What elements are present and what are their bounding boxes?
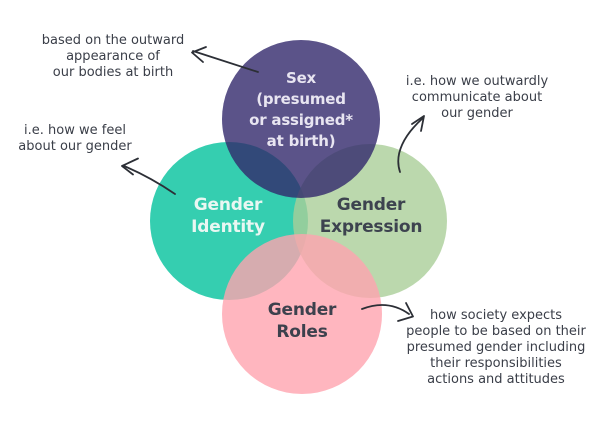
annotation-gender-expression-line: i.e. how we outwardly	[405, 74, 549, 89]
annotation-gender-identity-line: about our gender	[18, 139, 132, 154]
circle-gender-roles	[222, 234, 382, 394]
annotation-sex: based on the outward appearance of our b…	[42, 33, 184, 81]
label-gender-roles-line: Gender	[267, 300, 337, 320]
annotation-gender-roles: how society expects people to be based o…	[406, 308, 586, 388]
label-sex-line: at birth)	[266, 132, 336, 150]
annotation-gender-expression-line: communicate about	[411, 90, 543, 105]
label-gender-identity-line: Gender	[193, 195, 263, 215]
annotation-sex-line: appearance of	[66, 49, 160, 64]
annotation-sex-line: based on the outward	[41, 33, 185, 48]
label-gender-expression: Gender Expression	[320, 194, 423, 238]
label-gender-identity: Gender Identity	[191, 194, 265, 238]
annotation-gender-roles-line: presumed gender including	[406, 340, 586, 355]
label-sex-line: (presumed	[256, 90, 346, 108]
label-gender-roles: Gender Roles	[267, 299, 337, 343]
label-sex-line: or assigned*	[249, 111, 353, 129]
label-gender-roles-line: Roles	[276, 322, 328, 342]
annotation-gender-identity-line: i.e. how we feel	[24, 123, 126, 138]
annotation-gender-identity: i.e. how we feel about our gender	[18, 123, 131, 155]
annotation-sex-line: our bodies at birth	[52, 65, 174, 80]
label-sex: Sex (presumed or assigned* at birth)	[249, 68, 353, 152]
label-sex-line: Sex	[285, 69, 317, 87]
label-gender-identity-line: Identity	[191, 217, 265, 237]
annotation-gender-expression-line: our gender	[441, 106, 513, 121]
annotation-gender-expression: i.e. how we outwardly communicate about …	[406, 74, 548, 122]
label-gender-expression-line: Gender	[336, 195, 406, 215]
annotation-gender-roles-line: their responsibilities	[430, 356, 562, 371]
annotation-gender-roles-line: people to be based on their	[406, 324, 586, 339]
annotation-gender-roles-line: how society expects	[429, 308, 563, 323]
annotation-gender-roles-line: actions and attitudes	[427, 372, 565, 387]
label-gender-expression-line: Expression	[319, 217, 423, 237]
